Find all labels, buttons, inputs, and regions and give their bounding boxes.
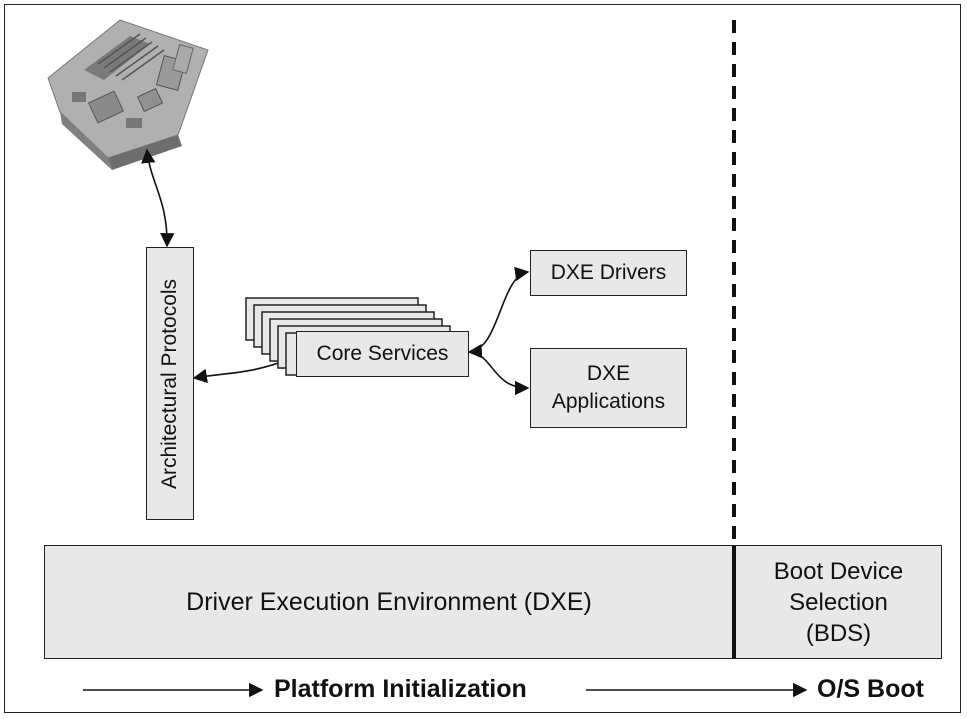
core-applications-arrow [468,351,530,396]
bds-phase-box: Boot Device Selection (BDS) [732,545,942,659]
architectural-protocols-box: Architectural Protocols [146,247,194,520]
bds-label-line3: (BDS) [805,619,872,647]
dxe-applications-label-line2: Applications [551,390,666,413]
dxe-drivers-box: DXE Drivers [530,250,687,296]
dxe-phase-label: Driver Execution Environment (DXE) [186,587,592,616]
architectural-protocols-label: Architectural Protocols [158,278,181,489]
core-drivers-arrow [467,266,530,359]
bds-label-line1: Boot Device [773,557,904,585]
core-services-box: Core Services [296,331,469,377]
platform-initialization-label: Platform Initialization [274,675,527,703]
dxe-drivers-label: DXE Drivers [550,261,667,284]
core-services-label: Core Services [316,342,449,365]
os-boot-label: O/S Boot [817,675,924,703]
board-protocols-arrow [141,148,175,248]
dxe-applications-label-line1: DXE [586,362,631,385]
bds-label-line2: Selection [789,588,888,616]
dxe-applications-box: DXE Applications [530,348,687,428]
motherboard-icon [47,19,209,170]
dxe-phase-box: Driver Execution Environment (DXE) [44,545,734,659]
